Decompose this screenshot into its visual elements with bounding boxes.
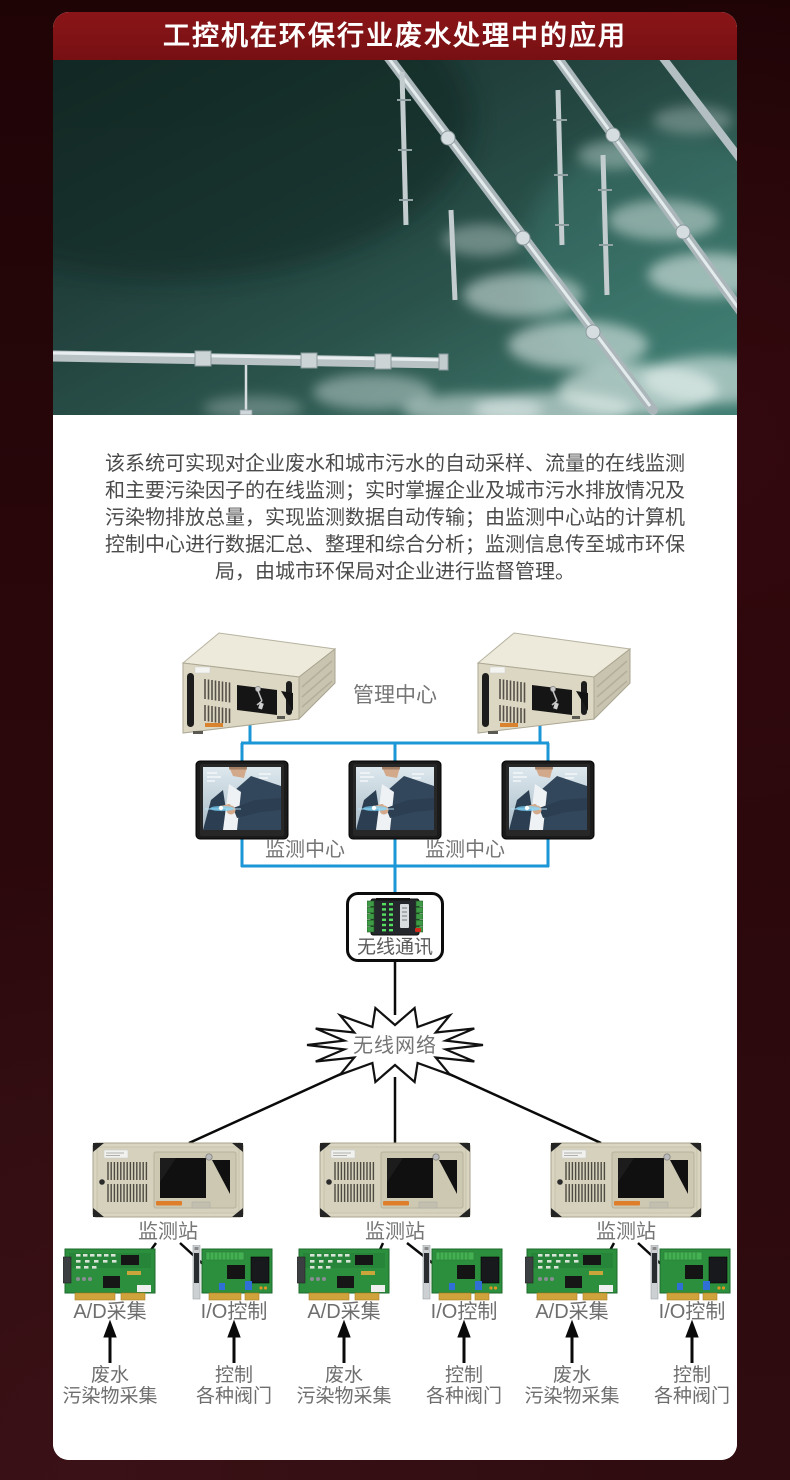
io-card-2: [422, 1245, 503, 1301]
intro-line: 该系统可实现对企业废水和城市污水的自动采样、流量的在线监测: [105, 453, 685, 475]
intro-line: 污染物排放总量，实现监测数据自动传输；由监测中心站的计算机: [105, 507, 685, 529]
industrial-pc-left: [182, 632, 336, 735]
spray-pipes: [53, 60, 737, 415]
management-center-label: 管理中心: [353, 684, 437, 707]
intro-line: 和主要污染因子的在线监测；实时掌握企业及城市污水排放情况及: [105, 480, 685, 502]
industrial-pc-right: [477, 632, 631, 735]
wireless-dtu-icon: [367, 898, 423, 936]
up-arrow-icon: [227, 1319, 241, 1363]
page-title-banner: 工控机在环保行业废水处理中的应用: [53, 12, 737, 60]
io-card-3: [650, 1245, 731, 1301]
up-arrow-icon: [685, 1319, 699, 1363]
card-label-io-1: I/O控制: [200, 1301, 268, 1323]
up-arrow-icon: [565, 1319, 579, 1363]
monitoring-station-3: [550, 1142, 702, 1218]
card-target-1: 废水 污染物采集: [62, 1365, 158, 1407]
aeration-basin-illustration: [53, 60, 737, 415]
intro-paragraph: 该系统可实现对企业废水和城市污水的自动采样、流量的在线监测 和主要污染因子的在线…: [83, 451, 707, 586]
touch-monitor-1: [195, 760, 289, 840]
monitoring-station-1: [92, 1142, 244, 1218]
ad-card-2: [297, 1248, 390, 1301]
content-card: 工控机在环保行业废水处理中的应用: [53, 12, 737, 1460]
monitoring-station-2: [319, 1142, 471, 1218]
card-target-6: 控制 各种阀门: [653, 1365, 730, 1407]
wireless-comm-label: 无线通讯: [356, 937, 433, 958]
card-label-ad-2: A/D采集: [307, 1301, 381, 1323]
io-card-1: [192, 1245, 273, 1301]
touch-monitor-3: [501, 760, 595, 840]
ad-card-1: [63, 1248, 156, 1301]
up-arrow-icon: [103, 1319, 117, 1363]
station-label-1: 监测站: [138, 1221, 198, 1243]
card-target-5: 废水 污染物采集: [524, 1365, 620, 1407]
wireless-comm-box: 无线通讯: [346, 892, 444, 962]
card-target-4: 控制 各种阀门: [425, 1365, 502, 1407]
touch-monitor-2: [348, 760, 442, 840]
card-label-io-3: I/O控制: [658, 1301, 726, 1323]
card-label-ad-1: A/D采集: [73, 1301, 147, 1323]
up-arrow-icon: [457, 1319, 471, 1363]
monitoring-center-label-2: 监测中心: [425, 839, 505, 861]
station-label-2: 监测站: [365, 1221, 425, 1243]
wireless-network-label: 无线网络: [353, 1035, 437, 1057]
card-target-3: 废水 污染物采集: [296, 1365, 392, 1407]
monitoring-center-label-1: 监测中心: [265, 839, 345, 861]
card-label-ad-3: A/D采集: [535, 1301, 609, 1323]
page-title: 工控机在环保行业废水处理中的应用: [163, 21, 627, 51]
wireless-network-burst: [306, 1006, 484, 1085]
ad-card-3: [525, 1248, 618, 1301]
intro-line: 局，由城市环保局对企业进行监督管理。: [215, 561, 575, 583]
card-label-io-2: I/O控制: [430, 1301, 498, 1323]
station-label-3: 监测站: [596, 1221, 656, 1243]
up-arrow-icon: [337, 1319, 351, 1363]
hero-photo: [53, 60, 737, 415]
system-diagram-section: 该系统可实现对企业废水和城市污水的自动采样、流量的在线监测 和主要污染因子的在线…: [53, 415, 737, 1460]
intro-line: 控制中心进行数据汇总、整理和综合分析；监测信息传至城市环保: [105, 534, 685, 556]
card-target-2: 控制 各种阀门: [195, 1365, 272, 1407]
